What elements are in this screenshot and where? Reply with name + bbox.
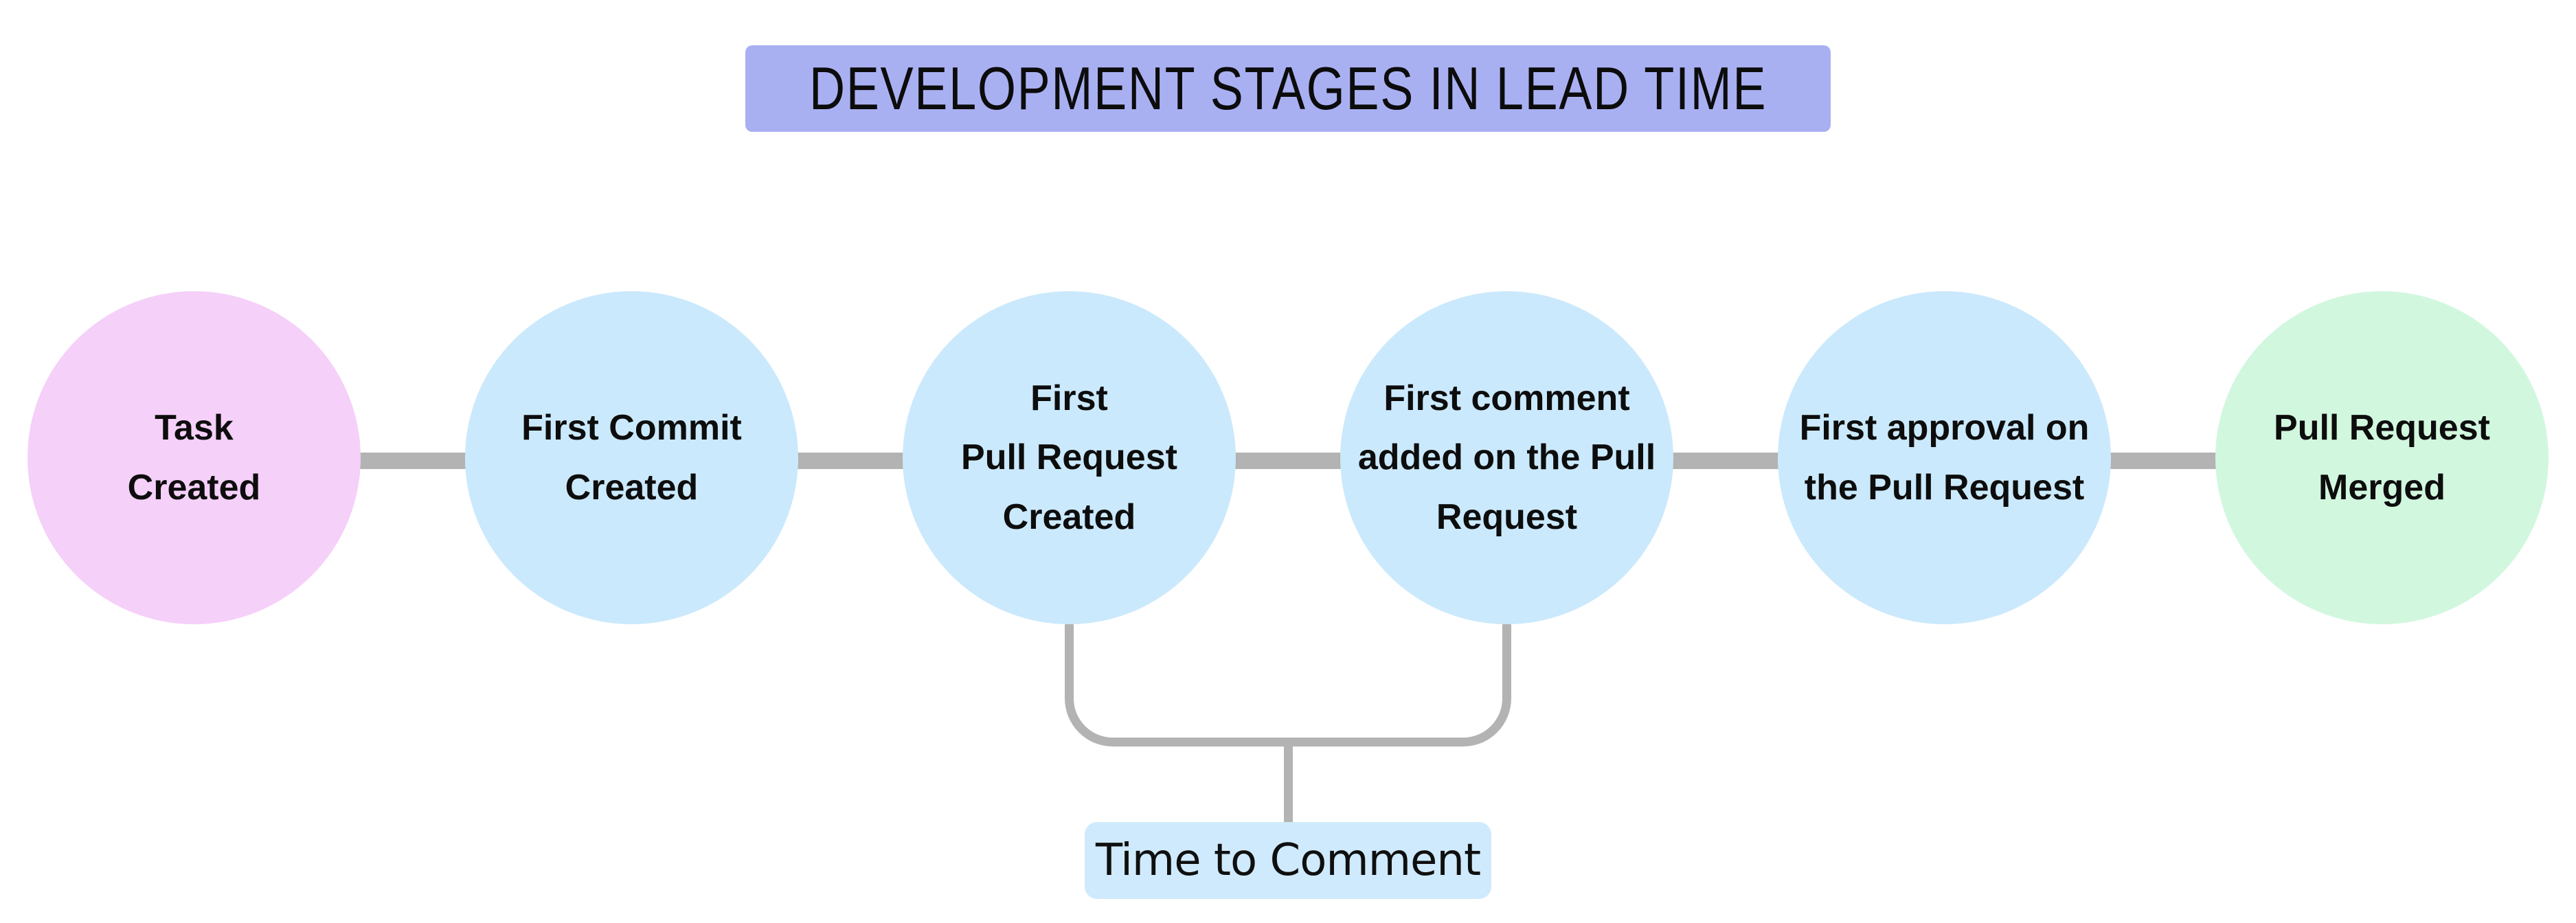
stage-node-first-approval: First approval on the Pull Request xyxy=(1778,291,2111,624)
stage-node-first-pull-request-created: First Pull Request Created xyxy=(903,291,1236,624)
time-to-comment-bracket xyxy=(1065,622,1511,747)
time-to-comment-callout: Time to Comment xyxy=(1085,822,1491,899)
stage-node-pull-request-merged: Pull Request Merged xyxy=(2215,291,2549,624)
stage-label: Pull Request Merged xyxy=(2274,408,2490,508)
stage-label: First comment added on the Pull Request xyxy=(1357,378,1656,537)
stage-label: First Pull Request Created xyxy=(961,378,1177,537)
bracket-stem xyxy=(1284,745,1293,823)
stage-node-first-comment-added: First comment added on the Pull Request xyxy=(1340,291,1673,624)
stage-label: First Commit Created xyxy=(521,408,742,508)
time-to-comment-label: Time to Comment xyxy=(1095,835,1481,886)
stage-node-first-commit-created: First Commit Created xyxy=(465,291,798,624)
stage-node-task-created: Task Created xyxy=(27,291,361,624)
stage-label: Task Created xyxy=(127,408,261,508)
stage-label: First approval on the Pull Request xyxy=(1799,408,2090,508)
page-title: DEVELOPMENT STAGES IN LEAD TIME xyxy=(809,54,1767,122)
title-banner: DEVELOPMENT STAGES IN LEAD TIME xyxy=(745,45,1831,132)
